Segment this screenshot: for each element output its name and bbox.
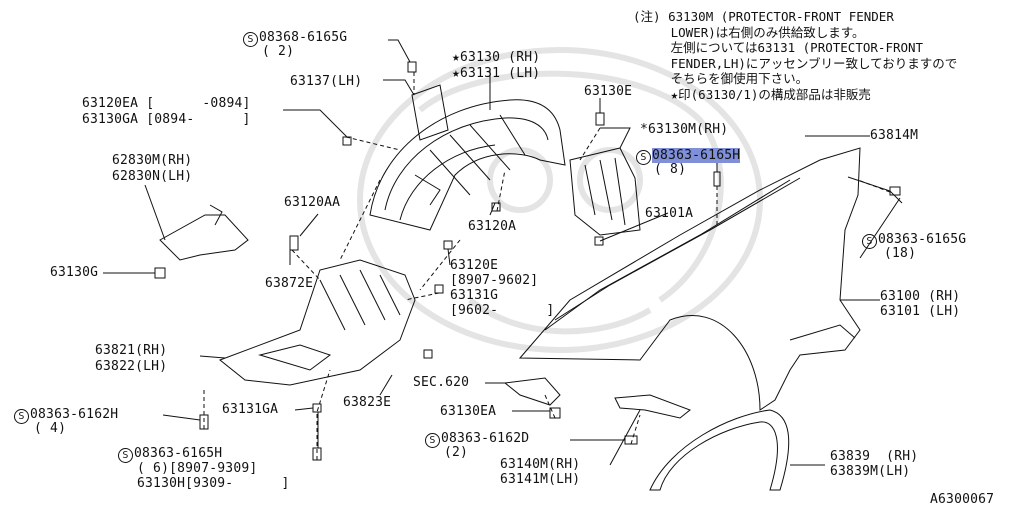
callout-63130-rh[interactable]: ★63130 (RH) [452,50,541,65]
part-number: 08363-6165H [134,446,223,461]
range-63131g: [9602- ] [450,303,555,318]
callout-63130m[interactable]: *63130M(RH) [640,122,729,137]
callout-63131-lh[interactable]: ★63131 (LH) [452,66,541,81]
callout-63823e[interactable]: 63823E [343,395,392,410]
note-line-5: そちらを御使用下さい。 [633,71,809,86]
note-line-3: 左側については63131 (PROTECTOR-FRONT [633,40,924,55]
bracket-62830-part [159,204,249,261]
leader-lines [103,39,903,466]
callout-63872e[interactable]: 63872E [265,276,314,291]
callout-63120ea[interactable]: 63120EA [ -0894] [82,96,251,111]
callout-63120a[interactable]: 63120A [468,219,517,234]
s-mark-icon: S [862,234,877,249]
callout-63130g[interactable]: 63130G [50,265,99,280]
qty-08363-6165h-top: ( 8) [654,162,687,177]
fender-protector-part [369,99,566,231]
callout-63130ga[interactable]: 63130GA [0894- ] [82,112,251,127]
callout-sec620[interactable]: SEC.620 [413,375,470,390]
bracket-63140-part [614,394,691,419]
callout-62830m[interactable]: 62830M(RH) [112,153,193,168]
bracket-sec620-part [503,377,561,406]
callout-63141m[interactable]: 63141M(LH) [500,472,581,487]
fasteners [154,61,901,461]
note-block: (注) 63130M (PROTECTOR-FRONT FENDER LOWER… [633,9,957,102]
qty-08363-6162h: ( 4) [34,421,67,436]
diagram-id: A6300067 [930,492,995,507]
s-mark-icon: S [243,32,258,47]
callout-62830n[interactable]: 62830N(LH) [112,169,193,184]
callout-63130h[interactable]: 63130H[9309- ] [137,476,290,491]
part-number-highlighted: 08363-6165H [652,148,741,163]
callout-63130ea[interactable]: 63130EA [440,404,497,419]
note-line-1: (注) 63130M (PROTECTOR-FRONT FENDER [633,9,894,24]
note-line-4: FENDER,LH)にアッセンブリー致しておりますので [633,55,958,71]
note-line-6: ★印(63130/1)の構成部品は非販売 [633,86,871,102]
assembly-lines [203,72,891,460]
part-number: 08363-6162D [441,431,530,446]
s-mark-icon: S [636,150,651,165]
qty-08363-6162d: (2) [444,445,469,460]
callout-63140m[interactable]: 63140M(RH) [500,457,581,472]
callout-63100[interactable]: 63100 (RH) [880,289,961,304]
callout-63101a[interactable]: 63101A [645,206,694,221]
callout-63137[interactable]: 63137(LH) [290,74,363,89]
s-mark-icon: S [425,433,440,448]
qty-08368-6165g: ( 2) [262,44,295,59]
wheel-arch-moulding [649,409,790,491]
bracket-part [411,84,449,141]
qty-08363-6165h-bottom: ( 6)[8907-9309] [137,461,258,476]
callout-63822[interactable]: 63822(LH) [95,359,168,374]
callout-63839m[interactable]: 63839M(LH) [830,464,911,479]
note-line-2: LOWER)は右側のみ供給致します。 [633,24,865,40]
callout-63821[interactable]: 63821(RH) [95,343,168,358]
callout-63839[interactable]: 63839 (RH) [830,449,919,464]
splash-shield-part [219,259,416,386]
s-mark-icon: S [14,409,29,424]
callout-63814m[interactable]: 63814M [870,128,919,143]
range-63120e: [8907-9602] [450,273,539,288]
qty-08363-6165g: (18) [884,246,917,261]
s-mark-icon: S [118,448,133,463]
part-number: 08368-6165G [259,30,348,45]
front-fender-part [518,147,861,411]
callout-63131ga[interactable]: 63131GA [222,402,279,417]
part-number: 08363-6165G [878,232,967,247]
callout-63130e[interactable]: 63130E [584,84,633,99]
callout-63101[interactable]: 63101 (LH) [880,304,961,319]
part-number: 08363-6162H [30,407,119,422]
callout-63120aa[interactable]: 63120AA [284,195,341,210]
callout-63120e[interactable]: 63120E [450,258,499,273]
callout-63131g[interactable]: 63131G [450,288,499,303]
